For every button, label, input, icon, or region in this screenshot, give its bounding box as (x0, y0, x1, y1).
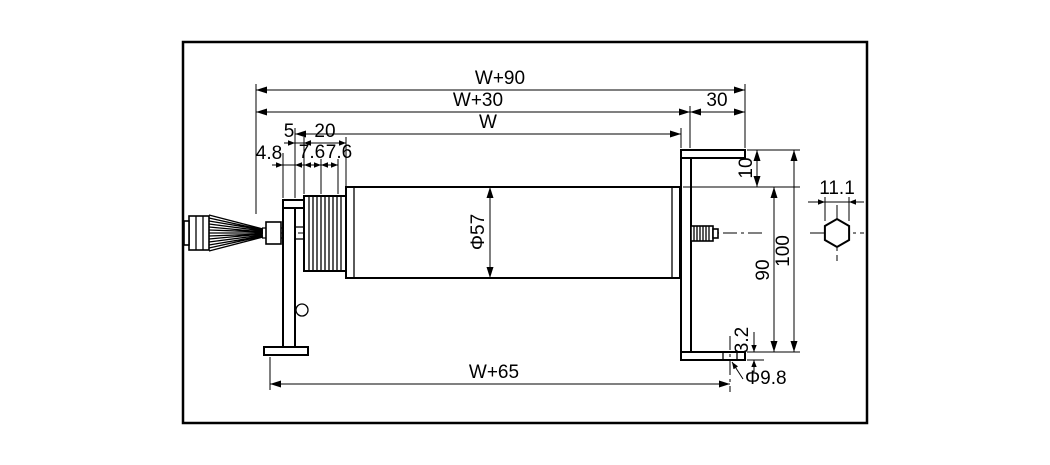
dim-label-4-8: 4.8 (256, 143, 282, 164)
left-bracket-fastener (295, 303, 309, 317)
dim-label-90: 90 (753, 259, 774, 280)
dim-label-30: 30 (706, 90, 727, 111)
cable-connector (183, 214, 284, 252)
dim-label-7-6-b: 7.6 (326, 142, 352, 163)
dim-label-3-2: 3.2 (732, 327, 753, 353)
drive-pulley (303, 195, 347, 272)
right-bracket-bottom-flange (680, 351, 746, 361)
dim-label-w-plus-65: W+65 (469, 362, 519, 383)
left-bracket (263, 199, 309, 356)
left-bracket-web (282, 199, 296, 356)
dim-label-w: W (479, 112, 497, 133)
dim-label-phi57: Φ57 (468, 214, 489, 250)
dimensions: W+90 W+30 30 W 5 20 4.8 7.6 7.6 Φ57 10 9… (255, 68, 864, 392)
dim-label-10: 10 (736, 157, 757, 178)
right-bracket-top-flange (680, 149, 746, 159)
right-bracket (680, 149, 746, 361)
dim-label-20: 20 (314, 121, 335, 142)
dim-label-11-1: 11.1 (819, 178, 855, 199)
dim-label-phi-9-8: Φ9.8 (745, 368, 787, 389)
dim-label-7-6-a: 7.6 (299, 142, 325, 163)
shaft-nut (265, 221, 282, 245)
dim-label-100: 100 (773, 235, 794, 267)
right-bracket-web (680, 149, 692, 361)
dim-label-w-plus-30: W+30 (453, 90, 503, 111)
dim-label-w-plus-90: W+90 (475, 68, 525, 89)
dim-label-5: 5 (284, 121, 295, 142)
connector-body (188, 215, 210, 251)
spring-loaded-hex-shaft (690, 225, 719, 242)
hex-shaft-section (823, 217, 851, 249)
hex-shaft-detail (810, 205, 864, 261)
leader-phi-9-8 (731, 361, 744, 380)
connector-pins (183, 220, 190, 246)
roller-body (345, 186, 681, 279)
wire-fan (208, 214, 264, 252)
left-bracket-bottom-flange (263, 346, 309, 356)
